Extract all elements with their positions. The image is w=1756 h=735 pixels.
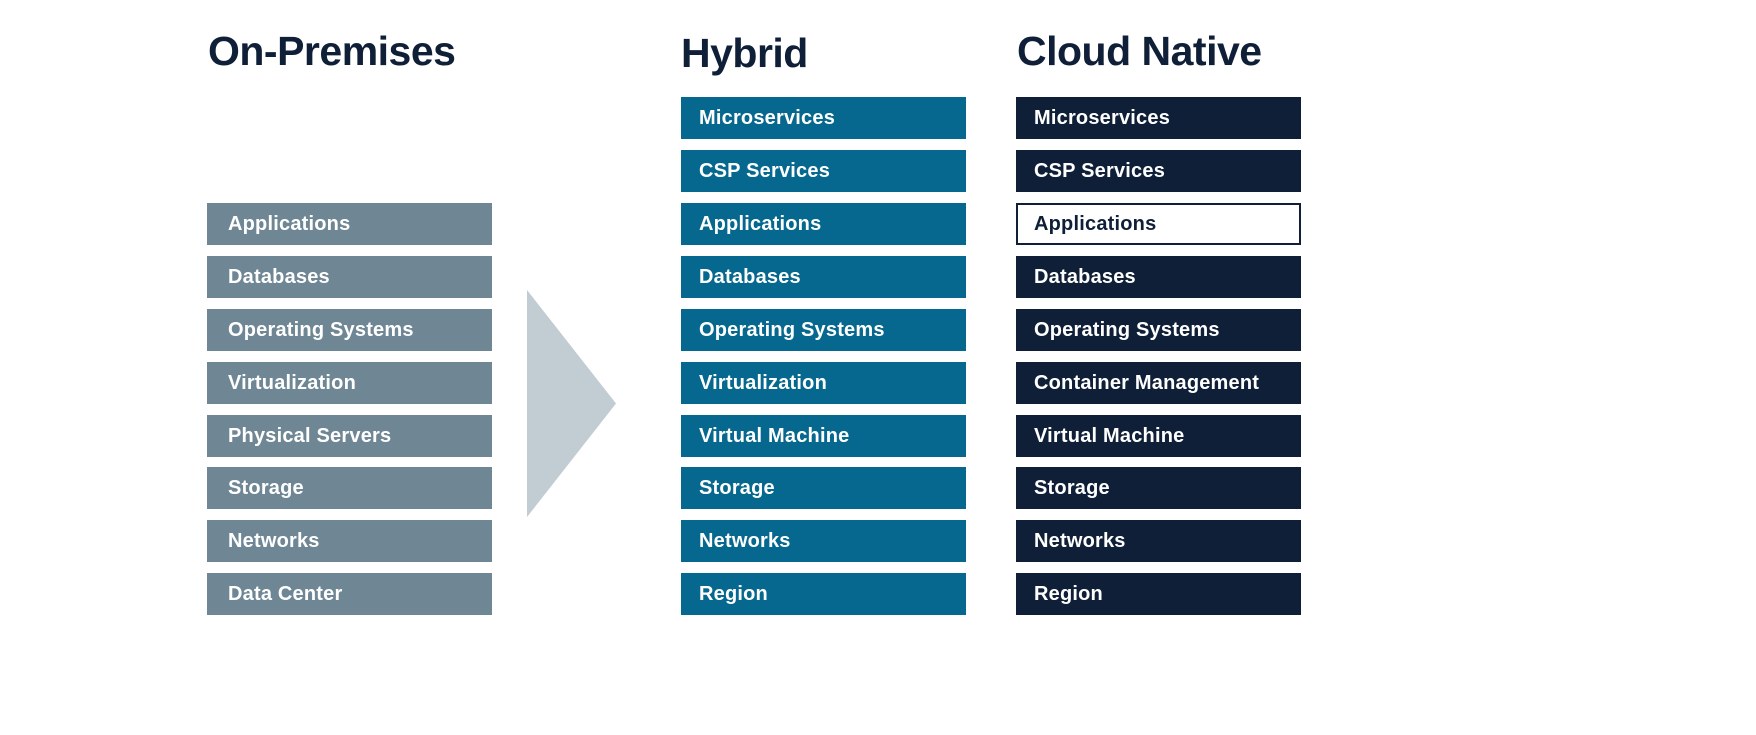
stack-layer: Networks	[207, 520, 492, 562]
stack-layer: Storage	[207, 467, 492, 509]
stack-layer: Databases	[681, 256, 966, 298]
stack-layer: Region	[1016, 573, 1301, 615]
arrow-shape	[527, 290, 616, 517]
stack-layer: Virtualization	[207, 362, 492, 404]
stack-layer: CSP Services	[681, 150, 966, 192]
stack-layer-highlighted: Applications	[1016, 203, 1301, 245]
stack-layer: Operating Systems	[681, 309, 966, 351]
stack-layer: Region	[681, 573, 966, 615]
stack-layer: Applications	[681, 203, 966, 245]
stack-layer: Storage	[1016, 467, 1301, 509]
stack-layer: Virtual Machine	[1016, 415, 1301, 457]
on-premises-title: On-Premises	[208, 28, 456, 74]
stack-layer: Data Center	[207, 573, 492, 615]
stack-layer: Microservices	[681, 97, 966, 139]
stack-layer: Databases	[1016, 256, 1301, 298]
stack-layer: Storage	[681, 467, 966, 509]
stack-layer: Container Management	[1016, 362, 1301, 404]
stack-layer: Physical Servers	[207, 415, 492, 457]
stack-layer: Networks	[1016, 520, 1301, 562]
stack-layer: Operating Systems	[207, 309, 492, 351]
stack-layer: Operating Systems	[1016, 309, 1301, 351]
stack-layer: CSP Services	[1016, 150, 1301, 192]
stack-layer: Virtualization	[681, 362, 966, 404]
stack-layer: Virtual Machine	[681, 415, 966, 457]
stack-layer: Databases	[207, 256, 492, 298]
cloud-native-title: Cloud Native	[1017, 28, 1262, 74]
transition-arrow-icon	[527, 290, 616, 517]
stack-layer: Networks	[681, 520, 966, 562]
stack-layer: Applications	[207, 203, 492, 245]
hybrid-title: Hybrid	[681, 30, 808, 76]
stack-layer: Microservices	[1016, 97, 1301, 139]
